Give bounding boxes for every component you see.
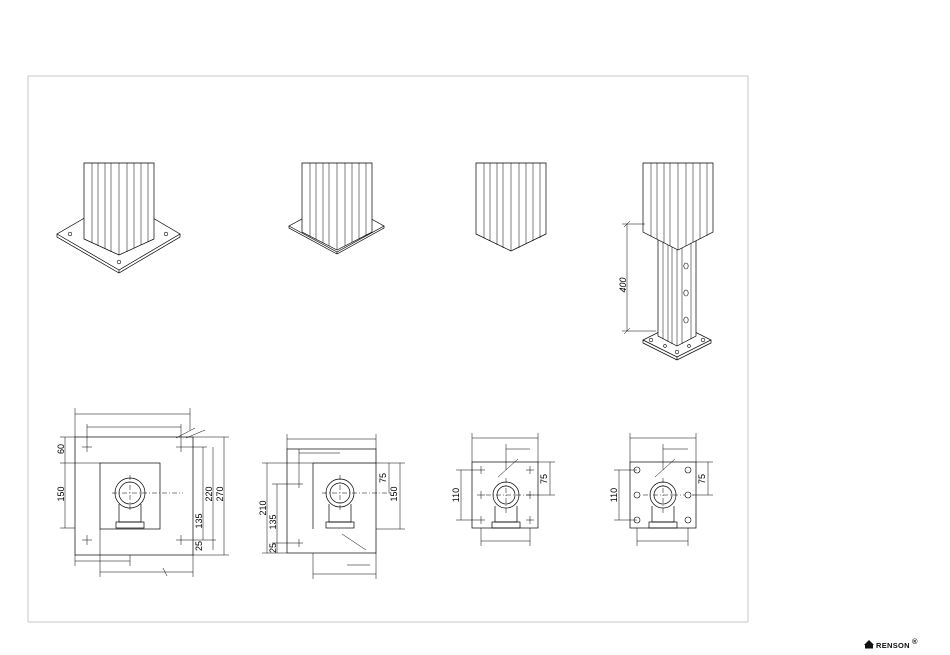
renson-logo-icon	[864, 640, 874, 649]
dim-25: 25	[268, 543, 278, 553]
renson-logo: RENSON ®	[864, 637, 918, 650]
plan-view-post-only	[456, 433, 555, 546]
dim-75: 75	[697, 474, 707, 484]
dim-60: 60	[56, 444, 66, 454]
dim-110: 110	[451, 488, 461, 502]
dim-75: 75	[539, 474, 549, 484]
plan-view-anchor-foot	[614, 433, 713, 546]
dim-220: 220	[204, 486, 214, 501]
dim-270: 270	[215, 486, 225, 501]
iso-view-post-large-plate	[57, 163, 180, 273]
dim-25: 25	[194, 541, 204, 551]
dim-150: 150	[389, 486, 399, 501]
plan-view-medium-plate	[262, 434, 405, 579]
bolt-marks	[82, 442, 186, 545]
dim-210: 210	[258, 500, 268, 515]
iso-view-post-medium-plate	[289, 163, 384, 254]
registered-mark: ®	[912, 637, 918, 646]
dim-400: 400	[618, 277, 628, 292]
dim-135: 135	[194, 513, 204, 528]
dim-75: 75	[378, 473, 388, 483]
dim-110: 110	[609, 488, 619, 502]
dim-150: 150	[56, 486, 66, 501]
renson-logo-text: RENSON	[876, 641, 910, 650]
iso-view-post-only	[476, 163, 546, 251]
dim-135: 135	[268, 514, 278, 529]
iso-view-post-anchor-foot	[622, 163, 713, 360]
drawing-frame	[28, 76, 748, 622]
